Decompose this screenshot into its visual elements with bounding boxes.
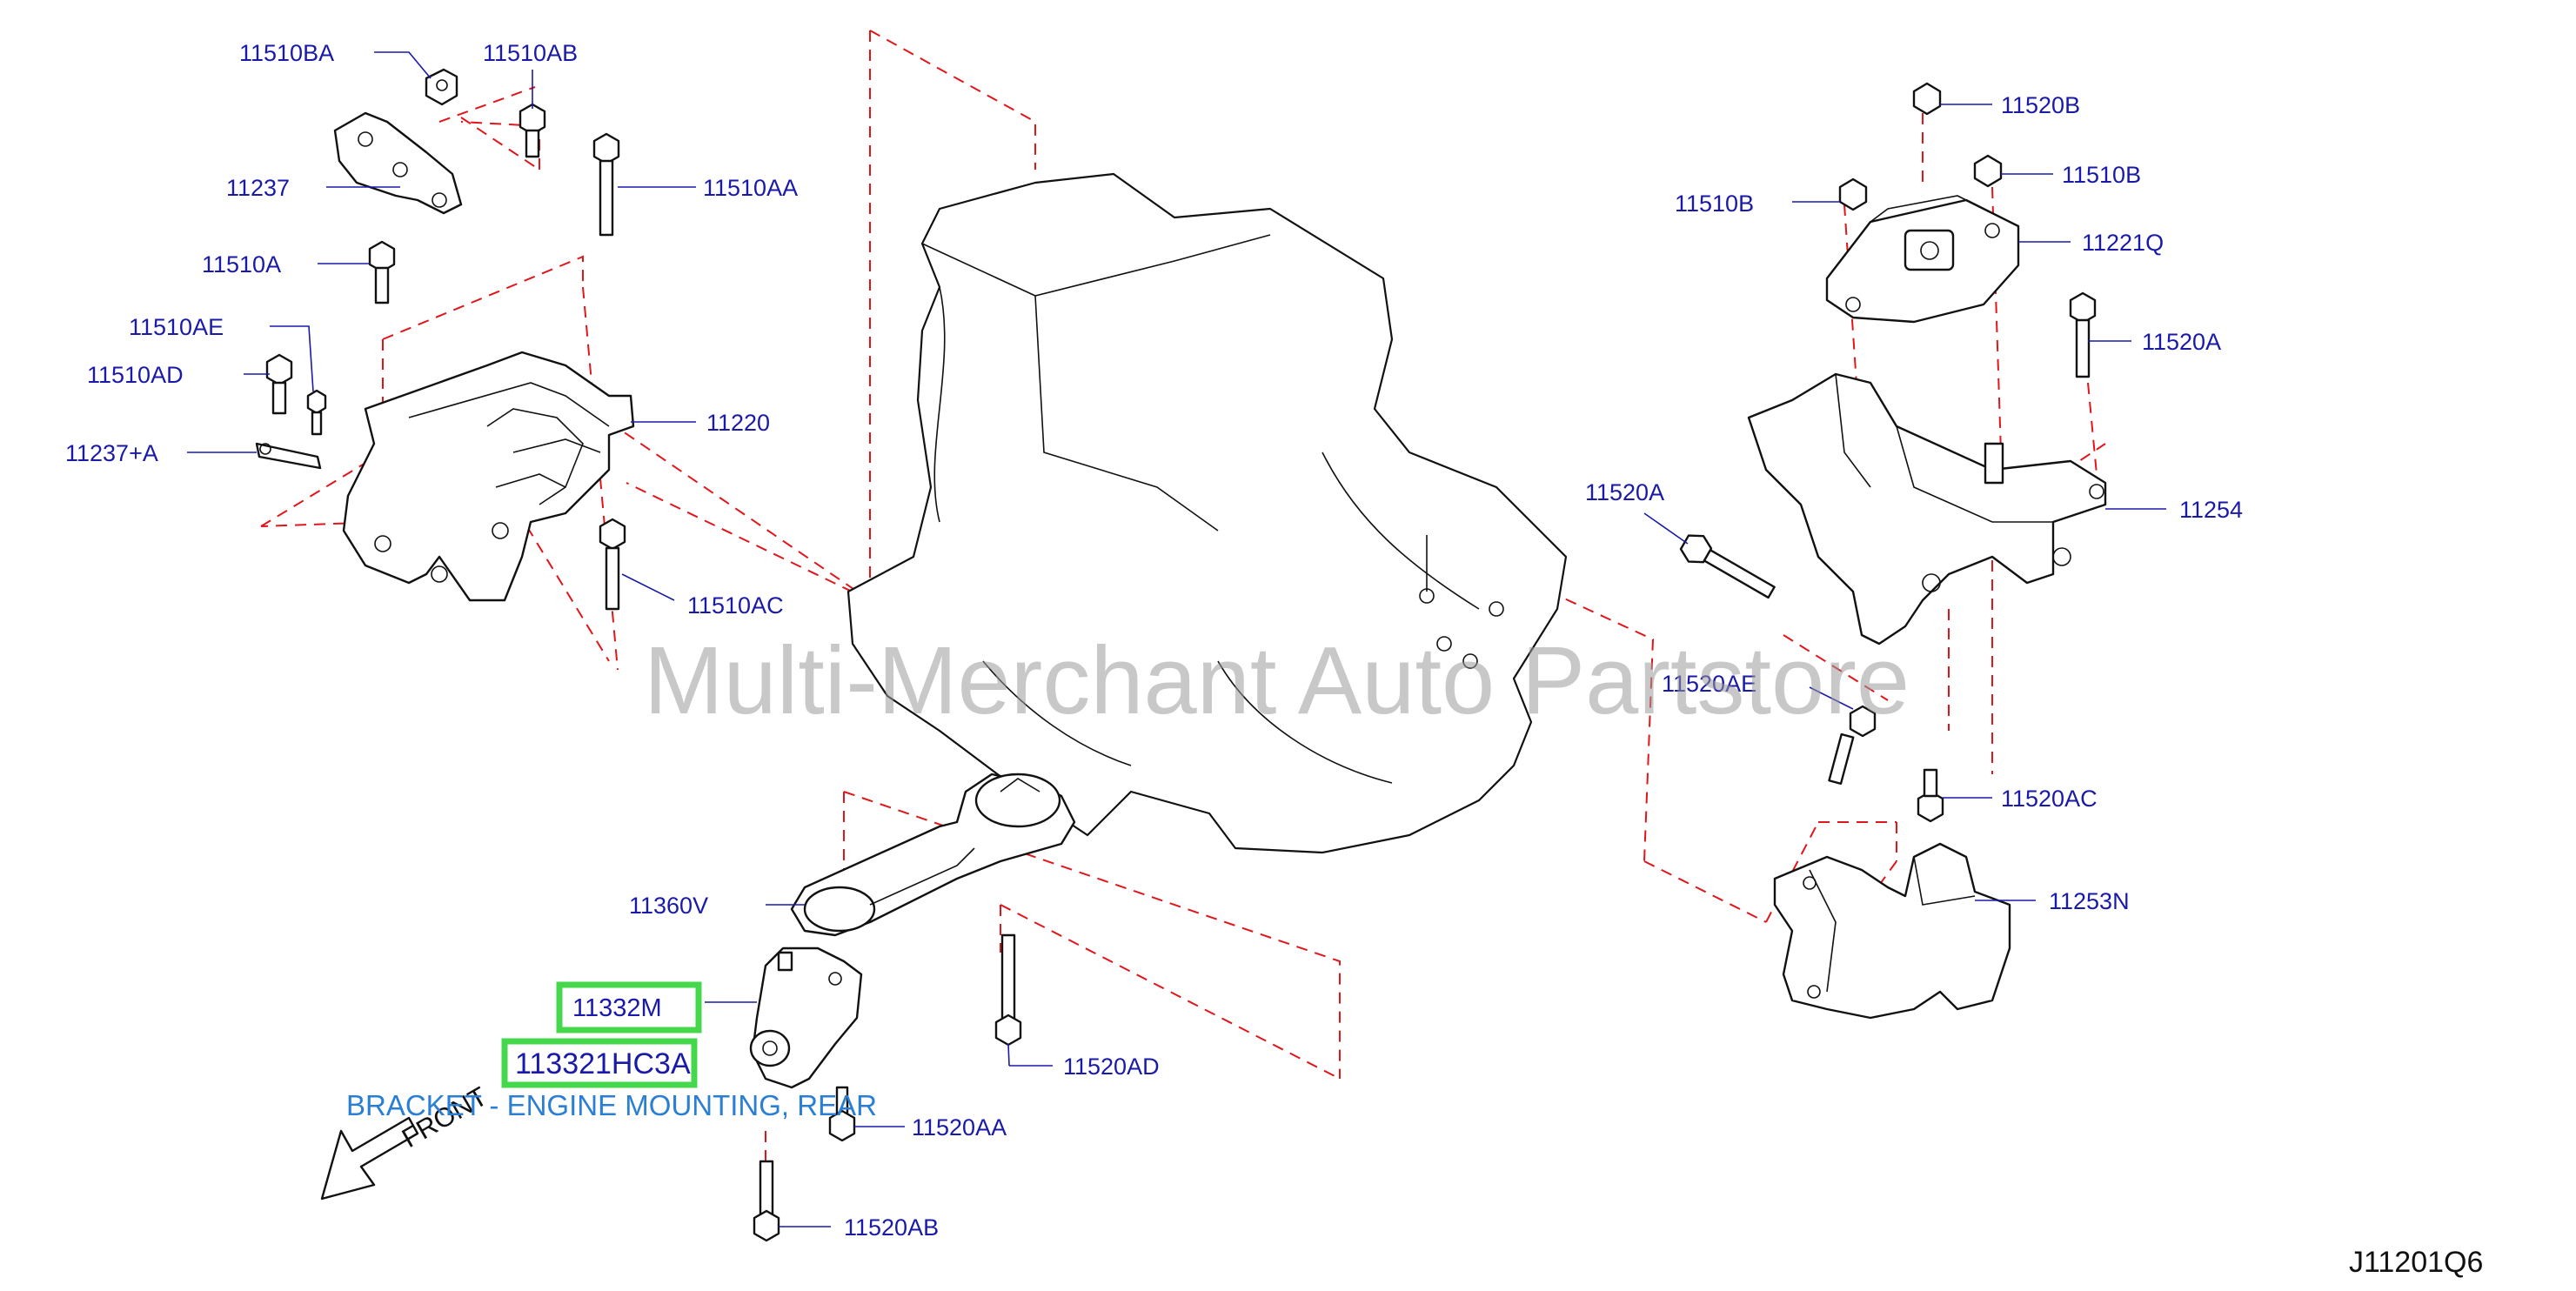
bolts-right [1679, 82, 2097, 823]
diagram-code: J11201Q6 [2349, 1246, 2483, 1279]
label-11520A-mid[interactable]: 11520A [1585, 479, 1664, 505]
label-11360V[interactable]: 11360V [629, 893, 708, 919]
label-11520AC[interactable]: 11520AC [2001, 786, 2098, 812]
label-11520A-top[interactable]: 11520A [2142, 329, 2221, 355]
label-113321HC3A[interactable]: 113321HC3A [515, 1047, 691, 1080]
label-11253N[interactable]: 11253N [2049, 888, 2130, 914]
label-11510AE[interactable]: 11510AE [129, 314, 224, 340]
label-11510B-left[interactable]: 11510B [1675, 191, 1754, 217]
label-11520AD[interactable]: 11520AD [1063, 1054, 1160, 1080]
label-11510AA[interactable]: 11510AA [703, 175, 798, 201]
label-11510AD[interactable]: 11510AD [87, 362, 184, 388]
label-11520AE[interactable]: 11520AE [1662, 671, 1756, 697]
bolts-rear [753, 933, 1022, 1242]
label-11237[interactable]: 11237 [226, 175, 290, 201]
label-11254[interactable]: 11254 [2179, 497, 2243, 523]
part-labels: 11510BA 11510AB 11237 11510AA 11510A 115… [65, 40, 2243, 1241]
label-11520AA[interactable]: 11520AA [912, 1114, 1007, 1140]
part-description: BRACKET - ENGINE MOUNTING, REAR [346, 1089, 877, 1121]
label-11510A[interactable]: 11510A [202, 251, 281, 278]
front-arrow-icon [320, 1116, 419, 1201]
bracket-11237 [333, 111, 463, 215]
highlight-box-113321HC3A [501, 1038, 698, 1088]
label-11510AC[interactable]: 11510AC [687, 592, 784, 619]
engine-block [846, 172, 1568, 854]
label-11332M[interactable]: 11332M [572, 994, 662, 1022]
label-11520AB[interactable]: 11520AB [844, 1214, 939, 1241]
label-11510BA[interactable]: 11510BA [239, 40, 334, 66]
label-11220[interactable]: 11220 [706, 410, 770, 436]
label-11510B-right[interactable]: 11510B [2062, 162, 2141, 188]
plate-11237A [255, 442, 322, 470]
rear-bracket-11332M [749, 947, 863, 1089]
left-engine-mount [342, 351, 635, 602]
leader-lines [187, 51, 2166, 1227]
label-11237A[interactable]: 11237+A [65, 440, 158, 466]
nut-11510BA [425, 68, 458, 106]
right-engine-mount [1747, 195, 2107, 1020]
label-11510AB[interactable]: 11510AB [483, 40, 578, 66]
label-11520B[interactable]: 11520B [2001, 92, 2080, 118]
highlight-box-11332M [556, 981, 702, 1033]
torque-rod-11360V [790, 773, 1076, 937]
label-11221Q[interactable]: 11221Q [2082, 230, 2164, 256]
watermark: Multi-Merchant Auto Partstore [644, 627, 1910, 734]
